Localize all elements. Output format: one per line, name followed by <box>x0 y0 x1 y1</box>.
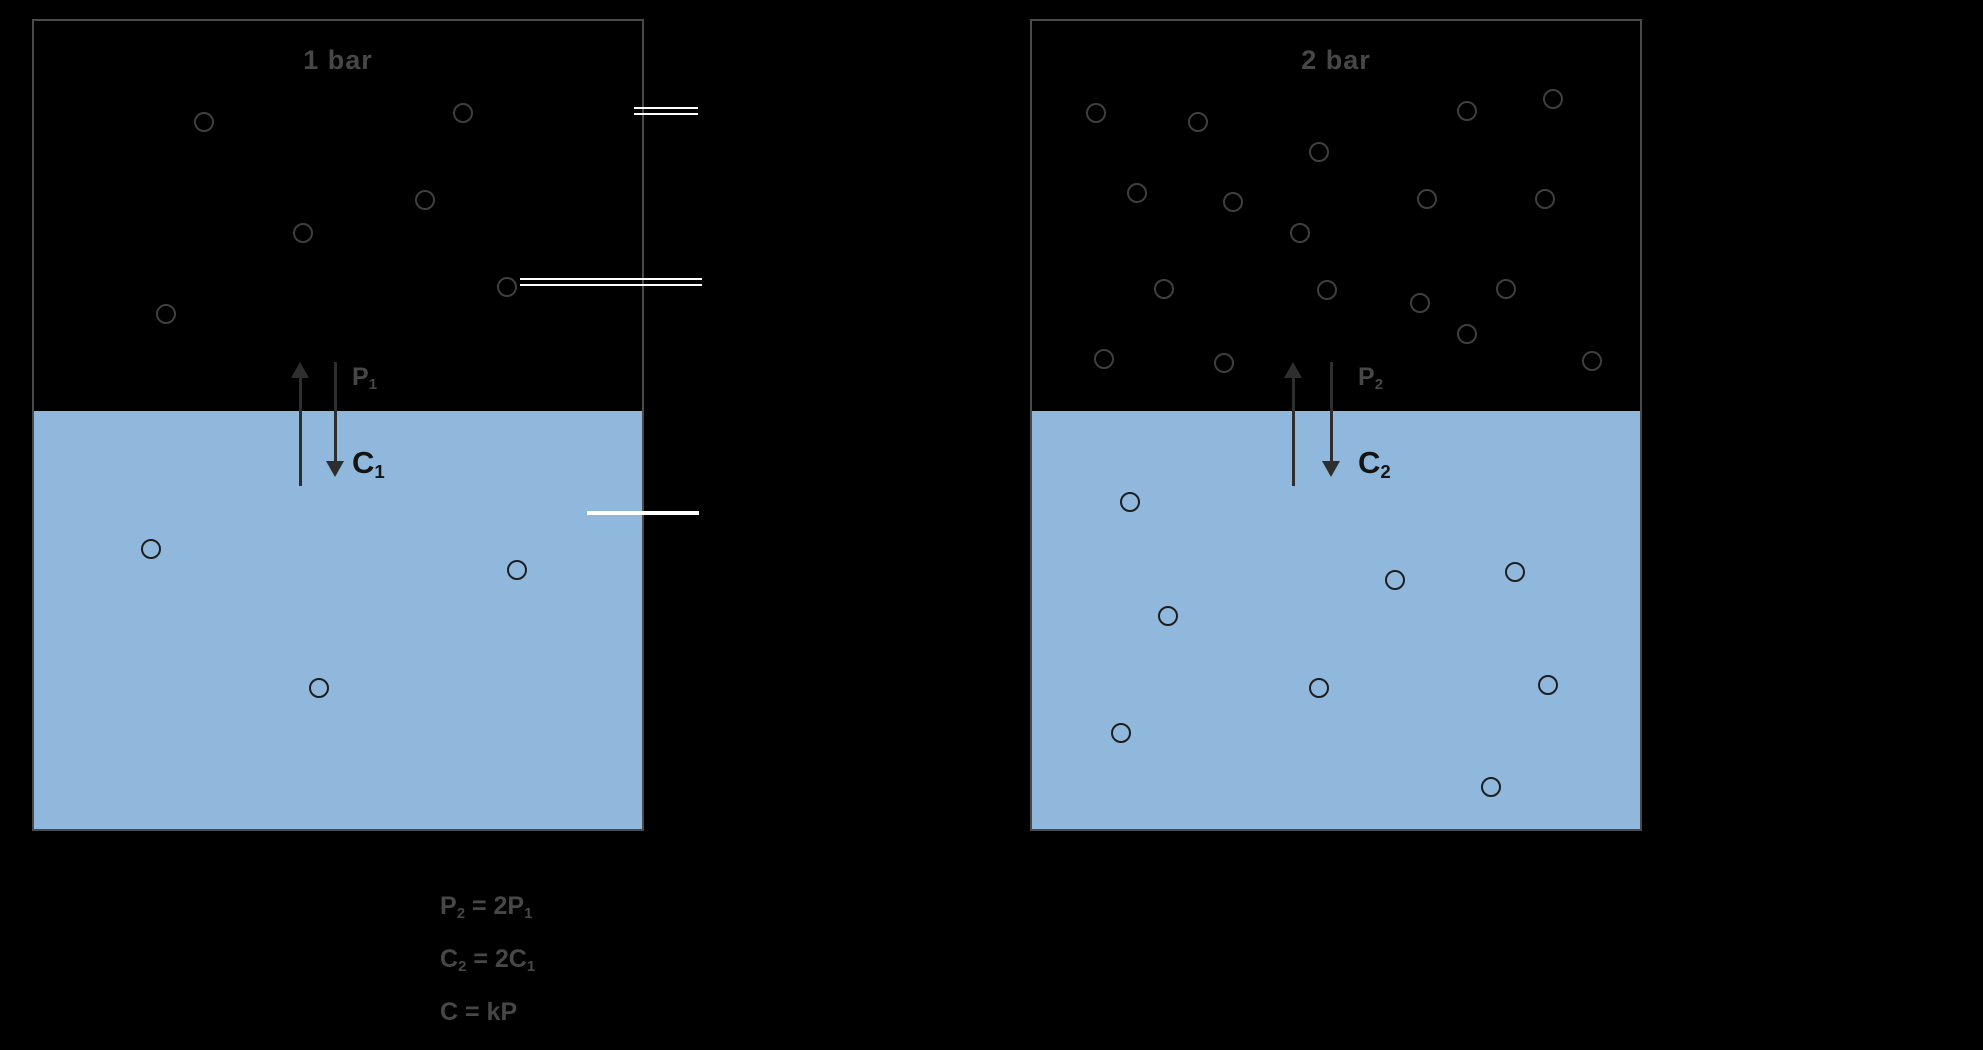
gas-molecule <box>1309 142 1329 162</box>
gas-molecule <box>1223 192 1243 212</box>
gas-molecule <box>497 277 517 297</box>
callout-leader-line-2 <box>520 278 702 286</box>
gas-molecule <box>1094 349 1114 369</box>
pressure-symbol: P1 <box>352 363 378 394</box>
gas-molecule <box>293 223 313 243</box>
dissolution-arrow <box>326 362 344 477</box>
vessel-high-pressure: 2 bar P2 C2 <box>1030 19 1642 831</box>
gas-molecule <box>1188 112 1208 132</box>
gas-molecule <box>1457 101 1477 121</box>
equation-henrys-law: C = kP <box>440 998 518 1026</box>
gas-molecule <box>156 304 176 324</box>
arrow-up-icon <box>291 362 309 378</box>
gas-molecule <box>1317 280 1337 300</box>
evaporation-arrow <box>291 362 309 486</box>
callout-leader-line-1 <box>634 107 698 115</box>
callout-leader-line-3 <box>587 511 699 515</box>
gas-molecule <box>194 112 214 132</box>
gas-molecule <box>1543 89 1563 109</box>
pressure-label: 2 bar <box>1301 45 1371 75</box>
liquid-region <box>34 411 642 829</box>
gas-molecule <box>1214 353 1234 373</box>
arrow-shaft <box>333 362 337 463</box>
gas-molecule <box>1457 324 1477 344</box>
equation-concentration-relation: C2 = 2C1 <box>440 945 536 976</box>
gas-molecule <box>1127 183 1147 203</box>
pressure-label: 1 bar <box>303 45 373 75</box>
gas-molecule <box>1496 279 1516 299</box>
gas-molecule <box>1535 189 1555 209</box>
arrow-shaft <box>298 376 302 486</box>
gas-molecule <box>1417 189 1437 209</box>
arrow-shaft <box>1329 362 1333 463</box>
concentration-symbol: C2 <box>1358 445 1391 483</box>
gas-molecule <box>1290 223 1310 243</box>
equation-pressure-relation: P2 = 2P1 <box>440 892 533 923</box>
arrow-up-icon <box>1284 362 1302 378</box>
concentration-symbol: C1 <box>352 445 385 483</box>
gas-molecule <box>1086 103 1106 123</box>
pressure-symbol: P2 <box>1358 363 1384 394</box>
gas-molecule <box>415 190 435 210</box>
arrow-shaft <box>1291 376 1295 486</box>
arrow-down-icon <box>1322 461 1340 477</box>
vessel-low-pressure: 1 bar P1 C1 <box>32 19 644 831</box>
gas-molecule <box>1410 293 1430 313</box>
equations-block: P2 = 2P1 C2 = 2C1 C = kP <box>440 880 535 1039</box>
gas-molecule <box>453 103 473 123</box>
gas-molecule <box>1154 279 1174 299</box>
arrow-down-icon <box>326 461 344 477</box>
evaporation-arrow <box>1284 362 1302 486</box>
dissolution-arrow <box>1322 362 1340 477</box>
gas-molecule <box>1582 351 1602 371</box>
liquid-region <box>1032 411 1640 829</box>
